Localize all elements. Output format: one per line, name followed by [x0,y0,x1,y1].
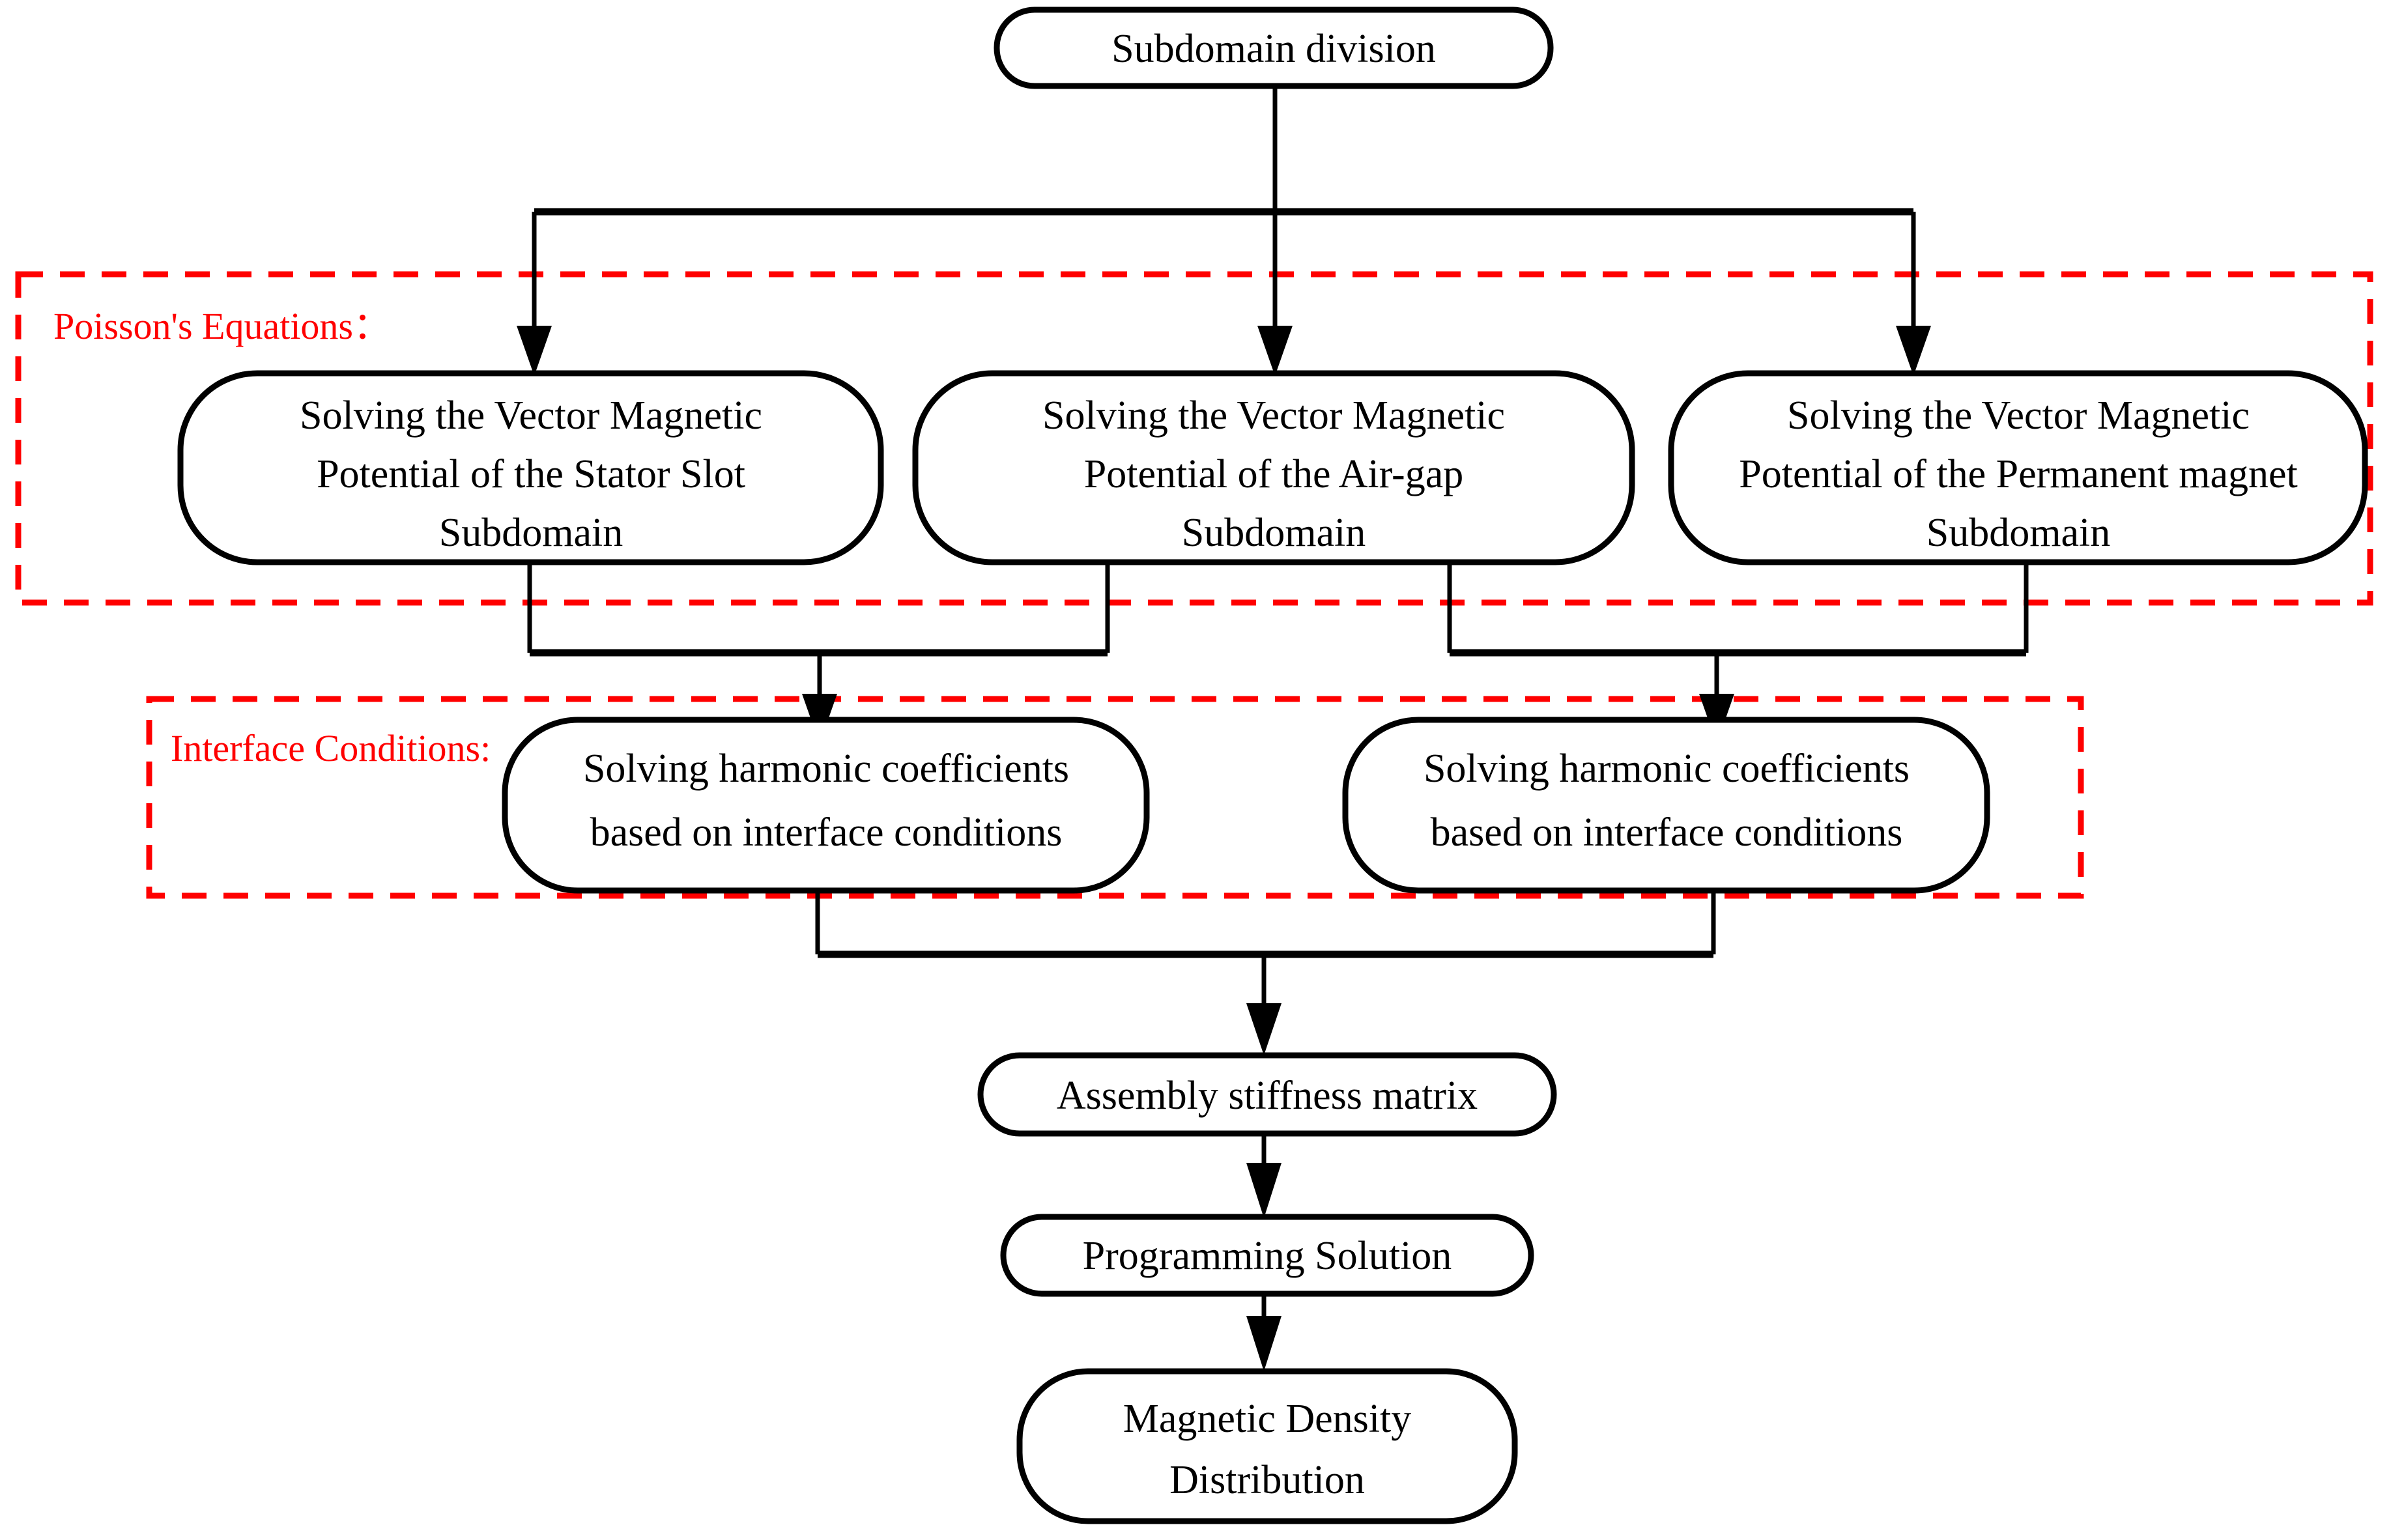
node-label-air-gap-line1: Solving the Vector Magnetic [1042,393,1505,438]
node-label-assembly-stiffness-matrix: Assembly stiffness matrix [1057,1074,1478,1118]
node-label-permanent-magnet-line2: Potential of the Permanent magnet [1739,452,2297,496]
node-shape-air-gap-subdomain[interactable] [912,370,1635,565]
node-label-permanent-magnet-line1: Solving the Vector Magnetic [1787,393,2250,438]
node-label-permanent-magnet-line3: Subdomain [1926,511,2110,555]
group-label-poissons-equations: Poisson's Equations： [53,305,391,347]
node-label-stator-slot-line2: Potential of the Stator Slot [317,452,745,496]
node-shape-harmonic-coefficients-left[interactable] [502,717,1150,894]
node-shape-stator-slot-subdomain[interactable] [177,370,884,565]
node-label-magnetic-density-line1: Magnetic Density [1123,1397,1412,1441]
node-shape-subdomain-division[interactable] [994,7,1554,89]
node-label-programming-solution: Programming Solution [1083,1234,1452,1278]
node-assembly-stiffness-matrix[interactable]: Assembly stiffness matrix [977,1052,1557,1137]
group-box-poissons-equations [15,271,2373,606]
group-label-interface-conditions: Interface Conditions: [171,727,491,769]
node-harmonic-coefficients-left[interactable]: Solving harmonic coefficients based on i… [502,717,1150,894]
node-label-harmonic-left-line1: Solving harmonic coefficients [583,747,1069,791]
node-subdomain-division[interactable]: Subdomain division [994,7,1554,89]
arrowhead-to-density [1246,1316,1281,1371]
arrowhead-to-air-gap [1257,326,1293,376]
node-harmonic-coefficients-right[interactable]: Solving harmonic coefficients based on i… [1342,717,1990,894]
node-label-stator-slot-line3: Subdomain [439,511,623,555]
node-programming-solution[interactable]: Programming Solution [1000,1214,1534,1297]
arrowhead-to-permanent-magnet [1896,326,1931,376]
node-label-magnetic-density-line2: Distribution [1169,1458,1365,1502]
node-shape-permanent-magnet-subdomain[interactable] [1668,370,2368,565]
node-label-harmonic-left-line2: based on interface conditions [590,810,1063,855]
node-shape-harmonic-coefficients-right[interactable] [1342,717,1990,894]
node-label-air-gap-line2: Potential of the Air-gap [1084,452,1463,496]
node-magnetic-density-distribution[interactable]: Magnetic Density Distribution [1016,1368,1518,1524]
node-stator-slot-subdomain[interactable]: Solving the Vector Magnetic Potential of… [177,370,884,565]
node-label-stator-slot-line1: Solving the Vector Magnetic [300,393,762,438]
node-shape-magnetic-density-distribution[interactable] [1016,1368,1518,1524]
group-box-interface-conditions [146,696,2084,899]
node-shape-programming-solution[interactable] [1000,1214,1534,1297]
arrowhead-to-stator-slot [517,326,552,376]
arrowhead-to-assembly [1246,1003,1281,1055]
node-label-air-gap-line3: Subdomain [1182,511,1366,555]
node-label-subdomain-division: Subdomain division [1111,27,1436,71]
node-label-harmonic-right-line1: Solving harmonic coefficients [1424,747,1910,791]
arrowhead-to-programming [1246,1163,1281,1218]
node-shape-assembly-stiffness-matrix[interactable] [977,1052,1557,1137]
node-label-harmonic-right-line2: based on interface conditions [1431,810,1903,855]
node-air-gap-subdomain[interactable]: Solving the Vector Magnetic Potential of… [912,370,1635,565]
node-permanent-magnet-subdomain[interactable]: Solving the Vector Magnetic Potential of… [1668,370,2368,565]
